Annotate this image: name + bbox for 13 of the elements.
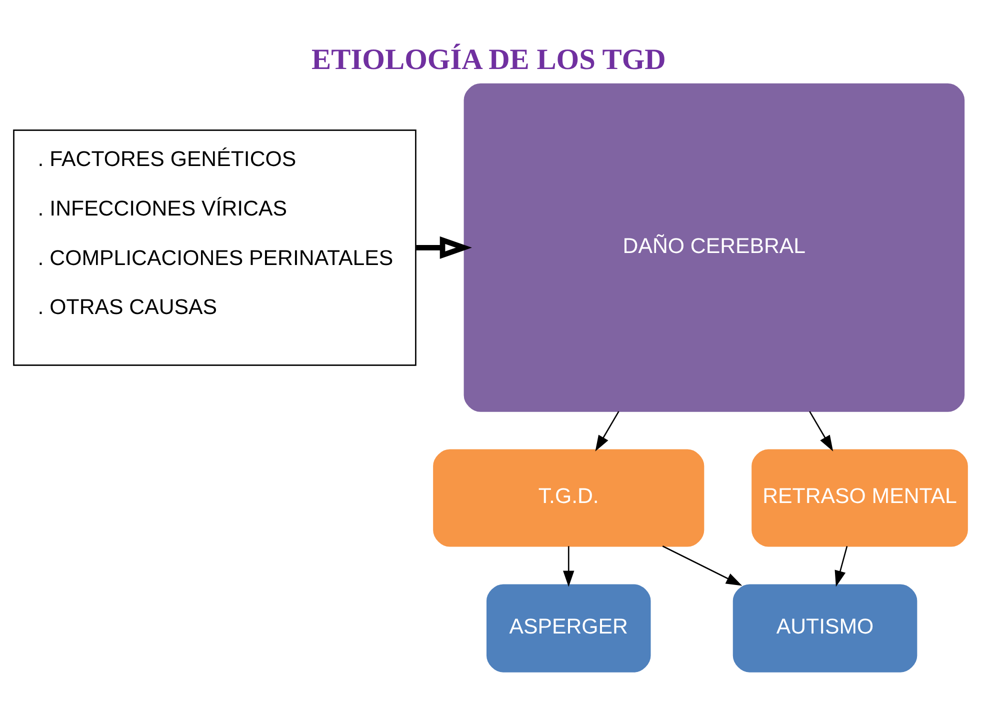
node-box: DAÑO CEREBRAL [464, 83, 965, 412]
arrow [662, 546, 742, 586]
arrow [416, 236, 472, 259]
node-box: . FACTORES GENÉTICOS . INFECCIONES VÍRICAS . COMPLICACIONES PERINATALES . OTRAS CAUSAS [13, 129, 416, 366]
node-box: ASPERGER [486, 584, 651, 672]
arrow [834, 546, 848, 587]
arrow [563, 546, 574, 587]
arrow [809, 411, 834, 452]
diagram-title: ETIOLOGÍA DE LOS TGD [312, 44, 666, 76]
node-box: AUTISMO [732, 584, 918, 672]
node-box: T.G.D. [433, 449, 704, 547]
arrow [595, 411, 620, 452]
node-box: RETRASO MENTAL [752, 449, 968, 547]
